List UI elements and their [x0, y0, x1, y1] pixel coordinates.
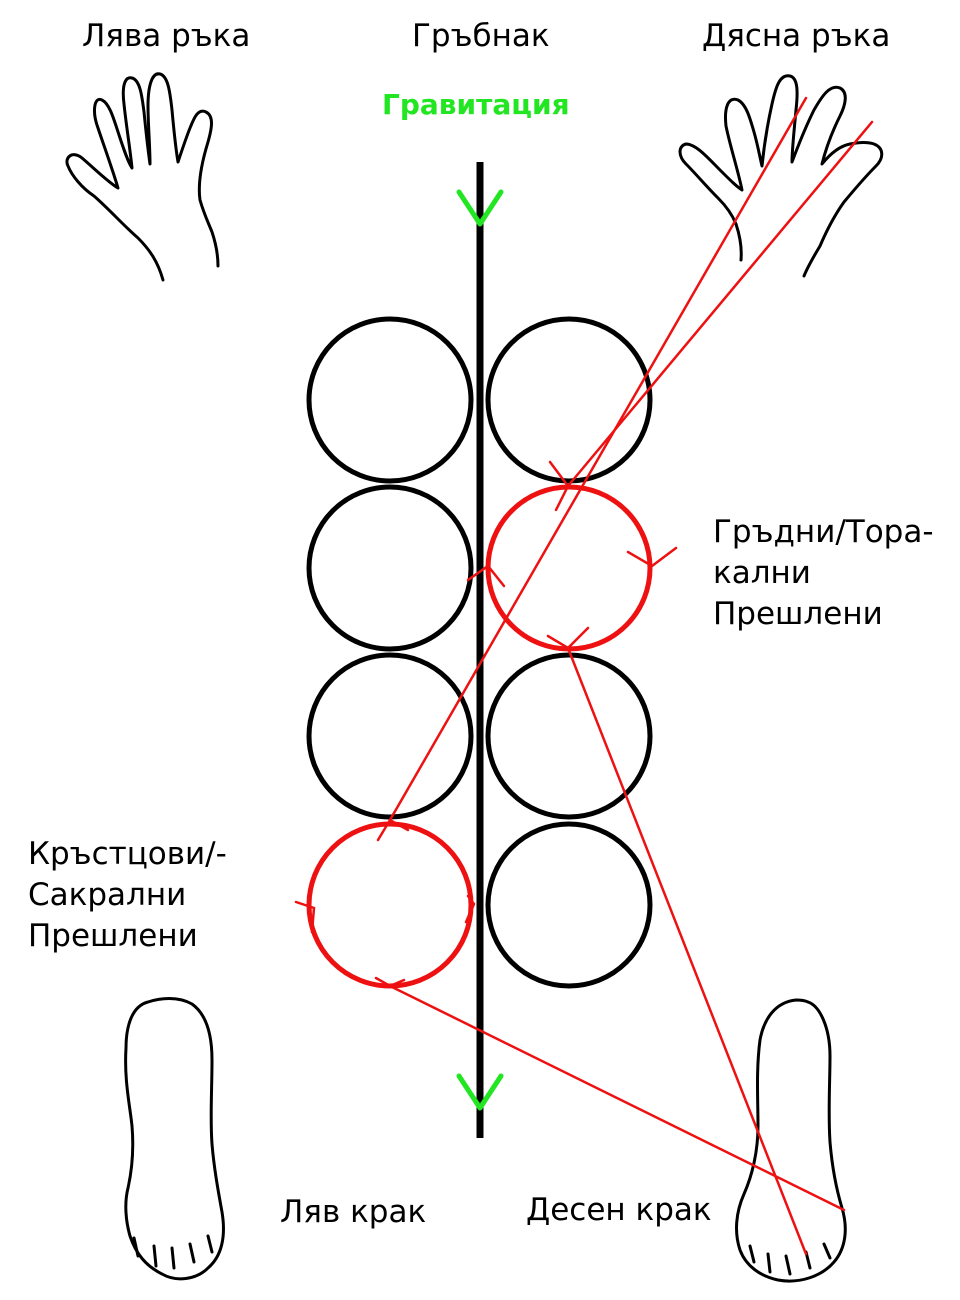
line-sacral-to-right-foot	[388, 984, 846, 1212]
vertebra-right-1	[485, 316, 653, 484]
vertebra-left-2	[306, 484, 474, 652]
sacral-label-line3: Прешлени	[28, 918, 198, 954]
spine-label: Гръбнак	[412, 18, 550, 54]
thoracic-label-line2: кални	[713, 555, 811, 591]
vertebra-left-4-sacral	[306, 821, 474, 989]
left-hand-icon	[65, 72, 220, 282]
vertebra-left-3	[306, 652, 474, 820]
right-leg-label: Десен крак	[526, 1192, 712, 1228]
left-foot-icon	[124, 997, 225, 1281]
vertebra-right-3	[485, 652, 653, 820]
sacral-label-line2: Сакрални	[28, 877, 187, 913]
right-foot-icon	[735, 998, 847, 1283]
right-hand-label: Дясна ръка	[702, 18, 891, 54]
line-right-hand-b	[566, 120, 874, 488]
tick-marks	[294, 460, 678, 988]
vertebra-right-4	[485, 821, 653, 989]
line-right-hand-a	[388, 96, 808, 822]
gravity-label: Гравитация	[382, 88, 570, 121]
left-leg-label: Ляв крак	[280, 1194, 427, 1230]
left-hand-label: Лява ръка	[82, 18, 251, 54]
vertebra-left-1	[306, 316, 474, 484]
thoracic-label-line3: Прешлени	[713, 596, 883, 632]
thoracic-label-line1: Гръдни/Тора-	[713, 514, 934, 550]
gravity-arrow-icon	[456, 189, 504, 1111]
line-thoracic-to-right-foot	[566, 646, 808, 1256]
sacral-label-line1: Кръстцови/-	[28, 836, 227, 872]
connections	[388, 96, 874, 1256]
right-hand-icon	[678, 74, 884, 278]
